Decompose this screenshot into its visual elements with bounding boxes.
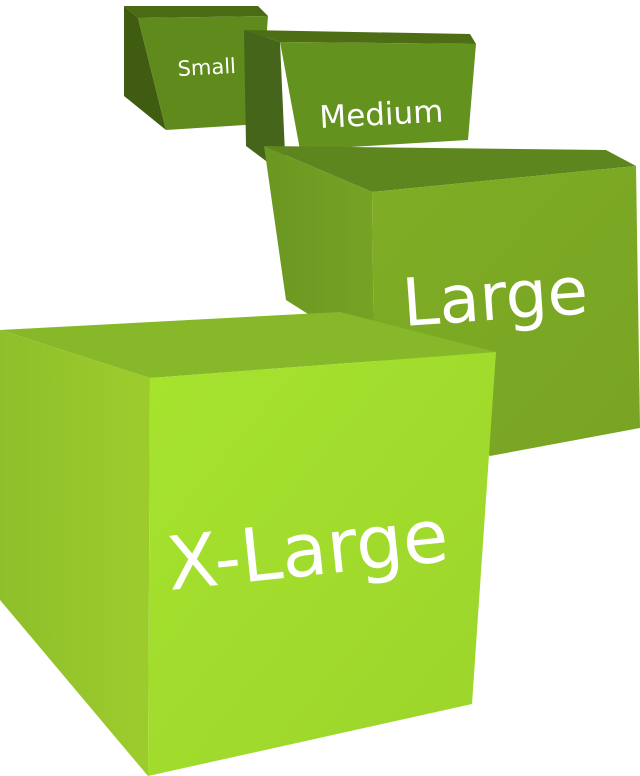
cube-small-front-face <box>138 16 268 130</box>
cube-large-left-face <box>264 146 374 356</box>
cube-medium-front-face <box>280 42 476 150</box>
cube-small-label: Small <box>177 54 237 81</box>
cube-large: Large <box>264 146 640 456</box>
cube-x-large-left-face <box>0 330 150 776</box>
cube-x-large: X-Large <box>0 312 496 776</box>
cube-medium-left-face <box>244 30 286 176</box>
cube-small: Small <box>124 6 268 130</box>
cube-small-left-face <box>124 6 166 130</box>
cube-medium: Medium <box>244 30 476 176</box>
cube-medium-top <box>244 30 476 44</box>
cube-x-large-top <box>0 312 496 378</box>
cube-small-top <box>124 6 268 18</box>
cube-medium-label: Medium <box>319 94 445 136</box>
cube-large-label: Large <box>400 252 591 342</box>
cube-x-large-front-face <box>148 352 496 776</box>
cube-large-top <box>264 146 636 192</box>
